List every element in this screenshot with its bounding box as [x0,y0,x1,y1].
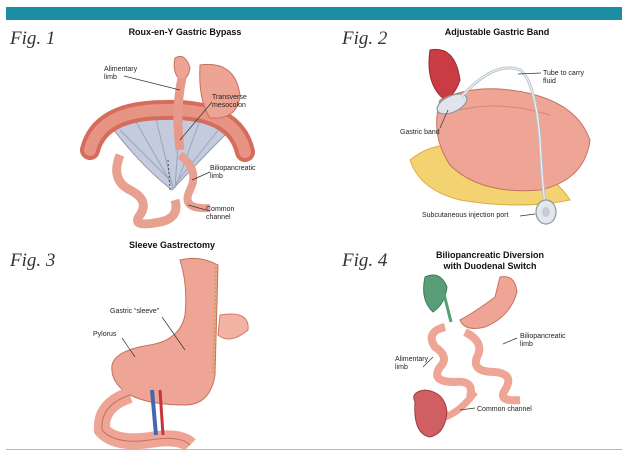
fig-2-title: Adjustable Gastric Band [432,27,562,38]
fig-4-title-line2: with Duodenal Switch [425,261,555,272]
fig-1-biliopancreatic-limb-label: Biliopancreatic limb [210,165,268,181]
fig-2-gastric-band-label: Gastric band [400,129,440,137]
fig-4-biliopancreatic-limb-label: Biliopancreatic limb [520,333,578,349]
fig-3-pylorus-label: Pylorus [93,331,116,339]
fig-4-title-line1: Biliopancreatic Diversion [425,250,555,261]
fig-4-label: Fig. 4 [342,250,387,272]
fig-2-injection-port-label: Subcutaneous injection port [422,212,508,220]
fig-1-common-channel-label: Common channel [206,206,246,222]
fig-3-title: Sleeve Gastrectomy [112,240,232,251]
fig-4-alimentary-limb-label: Alimentary limb [395,356,433,372]
bottom-rule [6,449,622,450]
fig-1-alimentary-limb-label: Alimentary limb [104,66,140,82]
fig-4-common-channel-label: Common channel [477,406,532,414]
sleeve-gastrectomy-illustration [90,255,260,450]
fig-3-gastric-sleeve-label: Gastric “sleeve” [110,308,159,316]
header-bar [6,7,622,20]
fig-1-transverse-mesocolon-label: Transverse mesocolon [212,94,258,110]
fig-1-label: Fig. 1 [10,28,55,50]
fig-1-title: Roux-en-Y Gastric Bypass [115,27,255,38]
fig-2-tube-label: Tube to carry fluid [543,70,595,86]
fig-3-label: Fig. 3 [10,250,55,272]
fig-2-label: Fig. 2 [342,28,387,50]
